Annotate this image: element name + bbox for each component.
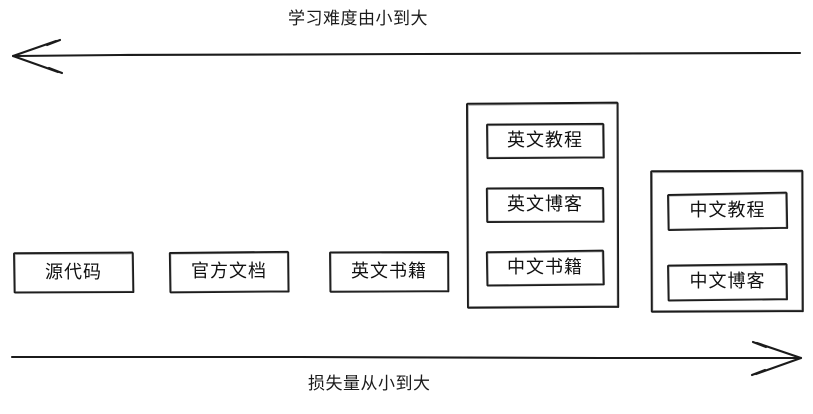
node-label: 官方文档	[191, 261, 267, 282]
group-chinese-media: 中文教程 中文博客	[650, 169, 804, 313]
node-chinese-books[interactable]: 中文书籍	[485, 249, 605, 287]
node-label: 中文书籍	[507, 257, 583, 278]
node-english-tutorials[interactable]: 英文教程	[486, 122, 605, 160]
node-english-blogs[interactable]: 英文博客	[485, 187, 605, 223]
group-english-media: 英文教程 英文博客 中文书籍	[466, 101, 620, 309]
node-label: 源代码	[45, 261, 102, 283]
loss-axis-label: 损失量从小到大	[308, 374, 431, 394]
node-chinese-blogs[interactable]: 中文博客	[667, 263, 788, 302]
node-label: 中文教程	[689, 200, 766, 221]
node-label: 英文教程	[507, 130, 583, 151]
node-label: 英文书籍	[351, 261, 427, 282]
node-official-docs[interactable]: 官方文档	[168, 250, 290, 294]
node-english-books[interactable]: 英文书籍	[329, 251, 450, 293]
difficulty-axis-label: 学习难度由小到大	[288, 9, 428, 29]
node-source-code[interactable]: 源代码	[13, 251, 135, 294]
node-label: 英文博客	[507, 194, 583, 215]
node-label: 中文博客	[689, 271, 766, 292]
node-chinese-tutorials[interactable]: 中文教程	[667, 191, 789, 231]
